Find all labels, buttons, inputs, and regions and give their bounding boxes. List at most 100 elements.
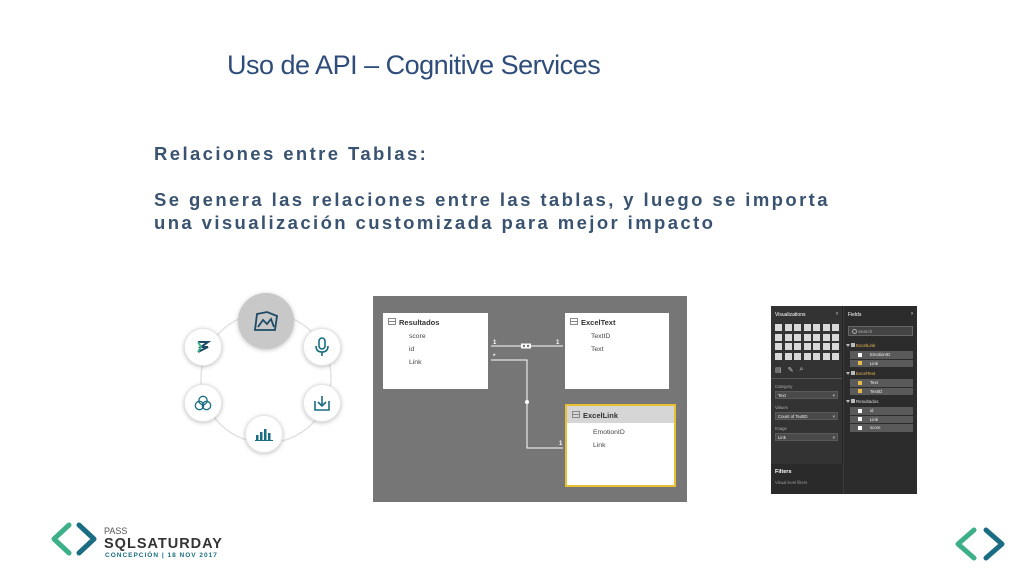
- section-heading: Relaciones entre Tablas:: [154, 143, 429, 164]
- visual-type-icon[interactable]: [784, 343, 792, 350]
- visual-tabs: ▤ ✎ ⌕: [771, 362, 842, 379]
- field-table-exceltext[interactable]: ExcelText: [844, 368, 917, 378]
- remove-icon[interactable]: ×: [832, 434, 835, 440]
- checkbox[interactable]: [858, 425, 862, 430]
- visual-type-icon[interactable]: [832, 343, 839, 350]
- field-row[interactable]: TextID: [850, 387, 913, 395]
- checkbox[interactable]: [858, 352, 862, 357]
- checkbox-checked[interactable]: [858, 389, 862, 393]
- field-row[interactable]: Text: [850, 379, 913, 387]
- table-name: ExcelText: [581, 318, 616, 327]
- visual-type-icon[interactable]: [784, 352, 792, 360]
- visual-type-icon[interactable]: [822, 324, 830, 331]
- table-card-resultados[interactable]: Resultados score id Link: [383, 313, 488, 389]
- slide-title: Uso de API – Cognitive Services: [227, 50, 601, 80]
- visual-type-icon[interactable]: [775, 324, 782, 331]
- visual-type-icon[interactable]: [832, 352, 839, 360]
- visual-type-icon[interactable]: [822, 343, 830, 350]
- brand-saturday: SATURDAY: [136, 536, 223, 552]
- cardinality-label: *: [493, 354, 496, 360]
- field-name: score: [870, 425, 881, 430]
- field-item[interactable]: Text: [591, 346, 604, 353]
- field-row[interactable]: EmotionID: [850, 351, 913, 359]
- well-value: Link: [778, 434, 786, 440]
- visual-type-icon[interactable]: [803, 333, 811, 341]
- visualizations-panel: Visualizations› ▤ ✎ ⌕ Category Text× Val…: [771, 306, 843, 494]
- remove-icon[interactable]: ×: [832, 392, 835, 398]
- well-label: Category: [775, 383, 793, 389]
- event-location-date: CONCEPCIÓN | 18 NOV 2017: [105, 552, 218, 559]
- analytics-icon[interactable]: ⌕: [799, 365, 804, 373]
- visual-type-icon[interactable]: [832, 324, 839, 331]
- field-name: id: [870, 408, 874, 413]
- field-name: Link: [870, 360, 878, 366]
- fields-search-input[interactable]: Search: [848, 326, 913, 336]
- field-item[interactable]: id: [409, 346, 415, 353]
- field-item[interactable]: Link: [593, 442, 606, 449]
- visual-type-icon[interactable]: [813, 333, 820, 341]
- visual-type-icon[interactable]: [822, 333, 830, 341]
- field-name: Link: [870, 416, 878, 422]
- visual-type-icon[interactable]: [794, 324, 801, 331]
- cardinality-label: 1: [556, 340, 560, 346]
- visual-type-icon[interactable]: [813, 343, 820, 350]
- field-row[interactable]: score: [850, 424, 913, 432]
- visual-type-icon[interactable]: [803, 343, 811, 350]
- visualizations-header: Visualizations: [775, 312, 806, 318]
- table-icon: [570, 318, 578, 325]
- table-card-exceltext[interactable]: ExcelText TextID Text: [565, 313, 669, 389]
- image-icon: [238, 293, 294, 349]
- field-item[interactable]: EmotionID: [593, 429, 625, 436]
- visual-type-icon[interactable]: [822, 352, 830, 360]
- visual-type-icon[interactable]: [832, 333, 839, 341]
- checkbox-checked[interactable]: [858, 380, 862, 385]
- table-card-excellink[interactable]: ExcelLink EmotionID Link: [565, 404, 676, 487]
- field-table-excellink[interactable]: ExcelLink: [844, 340, 917, 350]
- cardinality-label: 1: [559, 441, 563, 447]
- table-icon: [572, 411, 580, 418]
- relationship-lines: [491, 343, 563, 449]
- well-value: Count of TextID: [778, 413, 808, 419]
- visual-type-icon[interactable]: [775, 333, 782, 341]
- body-text: Relaciones entre Tablas: Se genera las r…: [154, 142, 844, 234]
- chevron-right-icon[interactable]: ›: [836, 311, 838, 317]
- field-name: Text: [870, 380, 878, 385]
- remove-icon[interactable]: ×: [832, 413, 835, 419]
- checkbox[interactable]: [858, 417, 862, 421]
- format-paint-icon[interactable]: ✎: [787, 366, 794, 374]
- bar-chart-icon: [245, 415, 283, 453]
- visual-type-icon[interactable]: [775, 352, 782, 360]
- checkbox-checked[interactable]: [858, 361, 862, 365]
- checkbox[interactable]: [858, 408, 862, 413]
- visual-type-icon[interactable]: [813, 352, 820, 360]
- visual-type-icon[interactable]: [813, 324, 820, 331]
- venn-icon: [184, 384, 222, 422]
- field-row[interactable]: Link: [850, 359, 913, 367]
- field-item[interactable]: TextID: [591, 333, 611, 340]
- well-field[interactable]: Count of TextID ×: [775, 411, 838, 420]
- field-row[interactable]: Link: [850, 415, 913, 423]
- visual-type-icon[interactable]: [784, 333, 792, 341]
- field-item[interactable]: score: [409, 333, 426, 340]
- fields-tab-icon[interactable]: ▤: [775, 366, 782, 374]
- field-table-resultados[interactable]: Resultados: [844, 396, 917, 406]
- sqlsaturday-logo-icon: [49, 522, 99, 561]
- visual-type-icon[interactable]: [794, 352, 801, 360]
- visual-type-icon[interactable]: [775, 343, 782, 350]
- visual-type-icon[interactable]: [794, 333, 801, 341]
- visual-type-icon[interactable]: [784, 324, 792, 331]
- translate-icon: [184, 328, 222, 366]
- well-field[interactable]: Text×: [775, 390, 838, 399]
- filters-sublabel: Visual level filters: [775, 480, 808, 485]
- microphone-icon: [303, 328, 341, 366]
- visual-type-icon[interactable]: [803, 324, 811, 331]
- well-field[interactable]: Link ×: [775, 432, 838, 441]
- field-row[interactable]: id: [850, 407, 913, 415]
- well-label: Image: [775, 425, 787, 431]
- chevron-right-icon[interactable]: ›: [911, 311, 913, 317]
- visual-type-icon[interactable]: [803, 352, 811, 360]
- table-icon: [388, 318, 396, 325]
- visual-type-icon[interactable]: [794, 343, 801, 350]
- field-item[interactable]: Link: [409, 359, 422, 366]
- brand-sql: SQL: [104, 536, 137, 552]
